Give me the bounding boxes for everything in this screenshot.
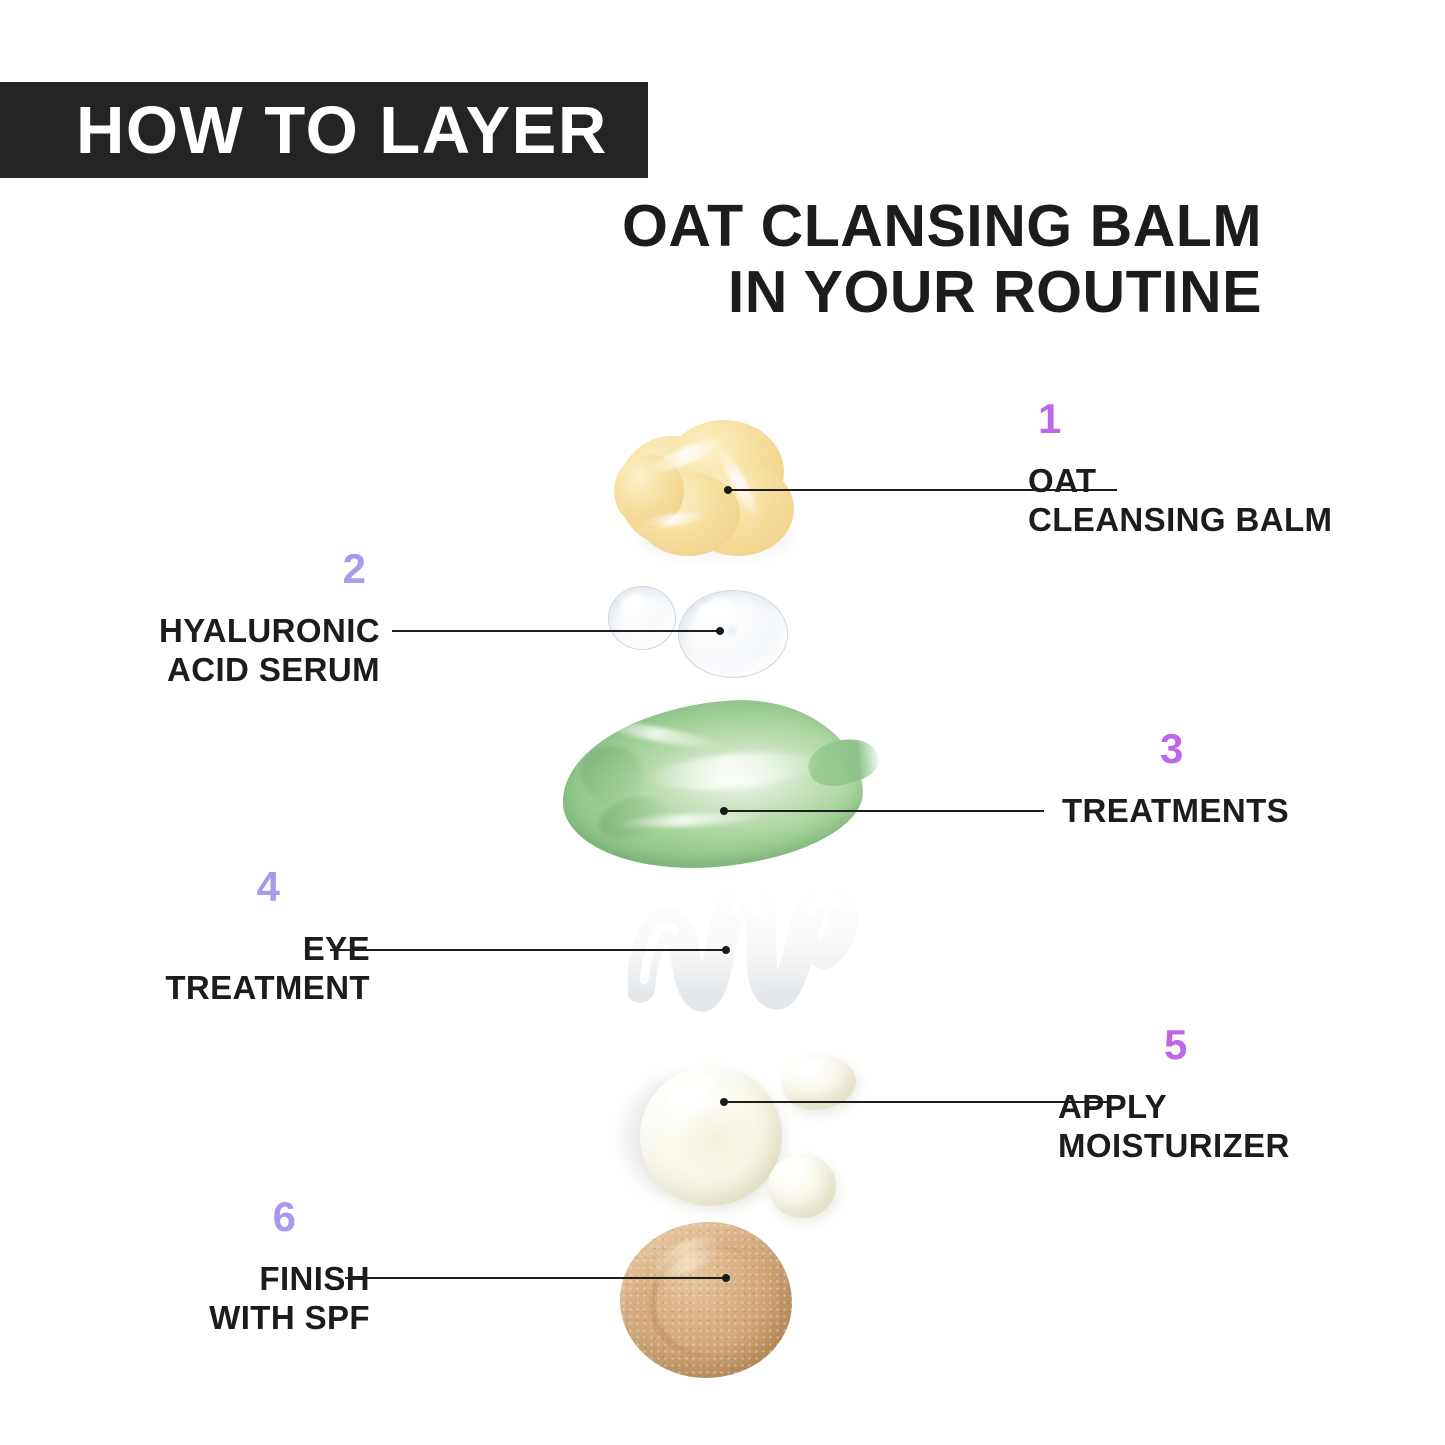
step-6: 6 FINISH WITH SPF: [40, 1196, 370, 1337]
step-4-label-line-2: TREATMENT: [165, 968, 370, 1006]
leader-dot-step-4: [722, 946, 730, 954]
moisturizer-swatch: [630, 1050, 862, 1220]
eye-cream-squiggle: [628, 872, 859, 1012]
page-title: OAT CLANSING BALM IN YOUR ROUTINE: [0, 193, 1262, 325]
step-6-label-line-2: WITH SPF: [209, 1298, 370, 1336]
leader-line-step-4: [330, 946, 730, 954]
header-banner: HOW TO LAYER: [0, 82, 648, 178]
step-1: 1 OAT CLEANSING BALM: [1028, 398, 1358, 539]
title-line-1: OAT CLANSING BALM: [622, 193, 1262, 259]
oat-cleansing-balm-swatch: [612, 418, 802, 558]
leader-line-step-3: [720, 807, 1044, 815]
leader-dot-step-1: [724, 486, 732, 494]
step-3: 3 TREATMENTS: [1062, 728, 1392, 831]
step-5: 5 APPLY MOISTURIZER: [1058, 1024, 1388, 1165]
step-5-label-line-1: APPLY: [1058, 1088, 1167, 1125]
leader-line-step-5: [720, 1098, 1110, 1106]
step-5-label-line-2: MOISTURIZER: [1058, 1126, 1290, 1164]
step-5-number: 5: [1164, 1024, 1388, 1066]
spf-swatch: [620, 1222, 792, 1378]
step-4-label-line-1: EYE: [302, 930, 370, 967]
leader-line-step-6: [345, 1274, 730, 1282]
step-2-label-line-1: HYALURONIC: [159, 612, 380, 649]
step-3-label-line-1: TREATMENTS: [1062, 792, 1290, 829]
leader-dot-step-3: [720, 807, 728, 815]
step-4-number: 4: [40, 866, 280, 908]
leader-dot-step-2: [716, 627, 724, 635]
leader-dot-step-5: [720, 1098, 728, 1106]
hyaluronic-acid-serum-swatch: [604, 580, 804, 680]
step-1-label-line-2: CLEANSING BALM: [1028, 500, 1333, 538]
leader-line-step-1: [724, 486, 1117, 494]
treatment-cream-swatch: [556, 691, 883, 878]
step-2-number: 2: [60, 548, 366, 590]
eye-treatment-swatch: [628, 870, 864, 1012]
step-2: 2 HYALURONIC ACID SERUM: [60, 548, 380, 689]
step-3-number: 3: [1160, 728, 1392, 770]
step-1-number: 1: [1038, 398, 1358, 440]
banner-label: HOW TO LAYER: [76, 92, 608, 168]
step-1-label-line-1: OAT: [1028, 462, 1097, 499]
step-2-label-line-2: ACID SERUM: [166, 650, 380, 688]
leader-line-step-2: [392, 627, 724, 635]
step-6-number: 6: [40, 1196, 296, 1238]
title-line-2: IN YOUR ROUTINE: [727, 259, 1262, 326]
step-6-label-line-1: FINISH: [259, 1260, 370, 1297]
leader-dot-step-6: [722, 1274, 730, 1282]
step-4: 4 EYE TREATMENT: [40, 866, 370, 1007]
